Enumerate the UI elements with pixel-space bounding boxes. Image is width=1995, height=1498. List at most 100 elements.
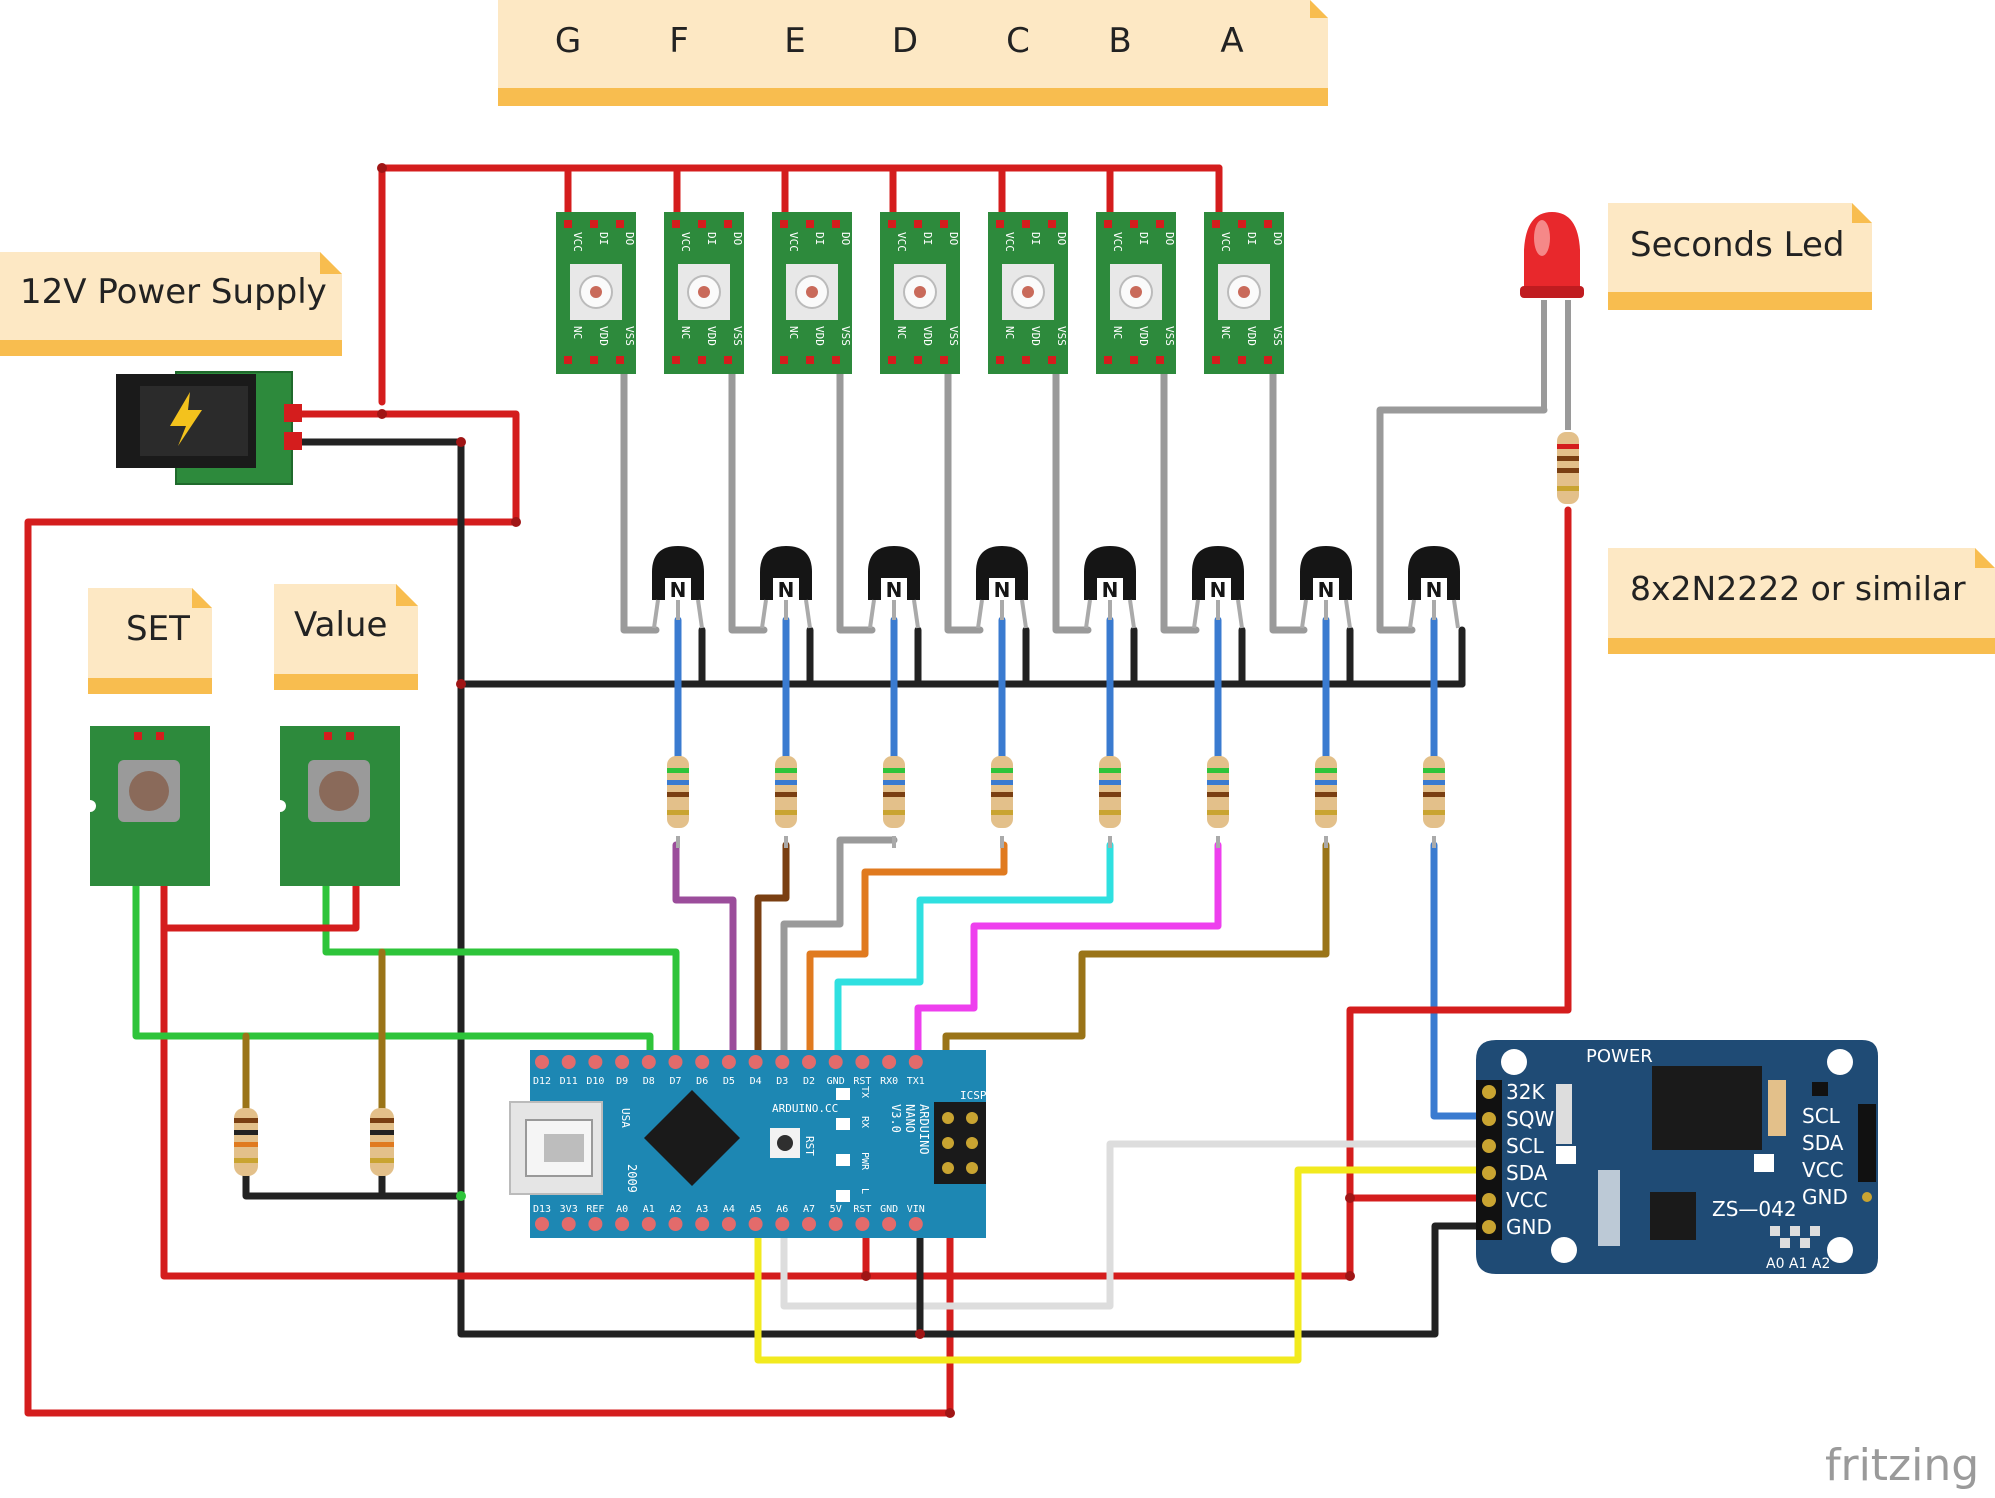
rtc-pin-label: GND (1506, 1215, 1552, 1239)
icsp-header (934, 1102, 986, 1184)
nano-pin-label: A4 (723, 1204, 735, 1215)
rtc-model-label: ZS—042 (1712, 1197, 1797, 1221)
led-pin-label: DO (1271, 232, 1284, 245)
wire-gray-5 (1052, 360, 1092, 634)
nano-pin (855, 1217, 870, 1231)
wire-gray-3 (836, 360, 876, 634)
led-pin-label: NC (895, 326, 908, 339)
transistor-6: N (1192, 546, 1244, 629)
eeprom-chip (1650, 1192, 1696, 1240)
nano-pin (882, 1055, 897, 1069)
rtc-pin-label: SQW (1506, 1107, 1554, 1131)
value-note (274, 584, 418, 690)
led-pin-label: DI (1245, 232, 1258, 245)
transistor-7: N (1300, 546, 1352, 629)
transistor-mark: N (1318, 578, 1335, 602)
led-pin-label: VCC (787, 232, 800, 252)
nano-model-line: NANO (903, 1104, 917, 1133)
led-pin-label: DO (1055, 232, 1068, 245)
nano-year: 2009 (625, 1164, 639, 1193)
segment-letter-a: A (1220, 21, 1243, 61)
segment-letter-b: B (1108, 21, 1131, 61)
nano-pin-label: A6 (776, 1204, 788, 1215)
wire-magenta-rx0 (914, 841, 1222, 1066)
nano-led-label: PWR (859, 1152, 870, 1171)
rtc-pin (1862, 1192, 1872, 1202)
led-pin-label: VDD (705, 326, 718, 346)
nano-pin-label: A0 (616, 1204, 628, 1215)
note-transistors: 8x2N2222 or similar (1630, 569, 1966, 608)
transistor-mark: N (670, 578, 687, 602)
wire-red-buttons (160, 866, 360, 932)
power-supply-note (0, 252, 342, 356)
nano-pin (588, 1217, 603, 1231)
nano-pin-label: D7 (669, 1076, 681, 1087)
nano-led-label: RX (859, 1116, 870, 1128)
wire-white-scl (780, 1140, 1494, 1310)
wire-green-set (132, 866, 654, 1066)
nano-model-line: ARDUINO (917, 1104, 931, 1155)
nano-led-label: TX (859, 1086, 870, 1098)
led-pin-label: DI (813, 232, 826, 245)
wire-olive-tx1 (942, 841, 1330, 1066)
wire-power-black (292, 438, 1494, 1338)
led-pin-label: VSS (839, 326, 852, 346)
nano-pin (828, 1055, 843, 1069)
nano-pin (908, 1217, 923, 1231)
led-pin-label: VDD (1137, 326, 1150, 346)
nano-pin-label: GND (880, 1204, 898, 1215)
nano-pin-label: D2 (803, 1076, 815, 1087)
transistor-1: N (652, 546, 704, 629)
rtc-pin-label: 32K (1506, 1080, 1545, 1104)
nano-pin (775, 1217, 790, 1231)
rtc-pin (1482, 1139, 1496, 1153)
nano-pin-label: 5V (830, 1204, 842, 1215)
transistor-mark: N (1210, 578, 1227, 602)
led-pin-label: VCC (571, 232, 584, 252)
nano-led-label: L (859, 1188, 870, 1194)
transistor-3: N (868, 546, 920, 629)
segment-letter-f: F (669, 21, 689, 61)
transistors-note (1608, 548, 1995, 654)
base-resistor-4 (991, 756, 1013, 848)
rtc-pin-label: GND (1802, 1185, 1848, 1209)
nano-brand: ARDUINO.CC (772, 1102, 838, 1115)
fritzing-watermark: fritzing (1825, 1440, 1979, 1491)
transistor-4: N (976, 546, 1028, 629)
note-value: Value (294, 605, 387, 645)
pulldown-resistor-value (370, 1108, 394, 1176)
rtc-pin (1482, 1220, 1496, 1234)
wire-gray-7 (1269, 360, 1308, 634)
led-pin-label: VCC (895, 232, 908, 252)
nano-pin (748, 1055, 763, 1069)
led-pin-label: VCC (1219, 232, 1232, 252)
mcu-chip (644, 1090, 740, 1186)
led-pin-label: VDD (921, 326, 934, 346)
power-jack (116, 371, 302, 485)
wire-yellow-sda (754, 1166, 1494, 1364)
base-resistor-1 (667, 756, 689, 848)
nano-pin-label: A2 (669, 1204, 681, 1215)
nano-pin (802, 1055, 816, 1069)
wire-orange-d3 (806, 841, 1008, 1066)
note-seconds-led: Seconds Led (1630, 225, 1845, 265)
nano-pin (695, 1217, 710, 1231)
nano-pin (561, 1217, 576, 1231)
seconds-led (1520, 212, 1584, 430)
base-resistor-8 (1423, 756, 1445, 848)
led-pin-label: DI (705, 232, 718, 245)
nano-pin-label: REF (586, 1204, 604, 1215)
rtc-pin-label: VCC (1506, 1188, 1548, 1212)
wire-blue-sqw (1430, 841, 1494, 1120)
transistor-mark: N (1102, 578, 1119, 602)
wire-gray-6 (1160, 360, 1200, 634)
base-resistor-5 (1099, 756, 1121, 848)
